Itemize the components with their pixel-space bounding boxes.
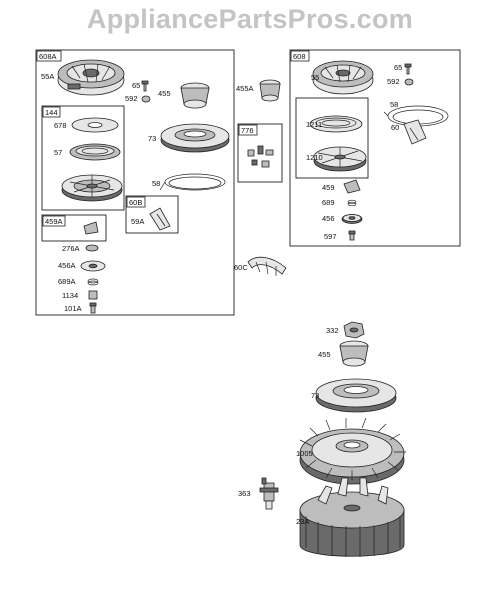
svg-text:608: 608 — [293, 52, 306, 61]
label-58-b: 58 — [390, 100, 398, 109]
label-455-a: 455 — [158, 89, 171, 98]
label-101a: 101A — [64, 304, 82, 313]
label-65-b: 65 — [394, 63, 402, 72]
part-1134-bushing[interactable] — [88, 290, 98, 300]
label-59a: 59A — [131, 217, 144, 226]
group-608: 608 — [289, 49, 461, 247]
part-144-pulley[interactable] — [61, 174, 123, 202]
label-276a: 276A — [62, 244, 80, 253]
label-456a: 456A — [58, 261, 76, 270]
part-776-kit[interactable] — [247, 145, 274, 168]
part-363-bracket[interactable] — [259, 477, 279, 510]
label-23a: 23A — [296, 517, 309, 526]
part-592-washer[interactable] — [141, 95, 151, 103]
label-678: 678 — [54, 121, 67, 130]
label-60: 60 — [391, 123, 399, 132]
part-456-retainer[interactable] — [341, 214, 363, 224]
svg-text:608A: 608A — [39, 52, 57, 61]
part-276a-washer[interactable] — [85, 244, 99, 252]
label-60c: 60C — [234, 263, 248, 272]
part-689a-spring[interactable] — [87, 278, 99, 286]
group-60b: 60B — [125, 195, 179, 234]
part-55a-housing[interactable] — [57, 59, 125, 96]
part-65-screw[interactable] — [141, 80, 149, 92]
label-73-a: 73 — [148, 134, 156, 143]
part-55-housing[interactable] — [312, 60, 374, 95]
part-65-screw-b[interactable] — [404, 63, 412, 75]
part-592-washer-b[interactable] — [404, 78, 414, 86]
label-592-b: 592 — [387, 77, 400, 86]
label-332: 332 — [326, 326, 339, 335]
part-60c-handle[interactable] — [247, 256, 287, 276]
part-459-pawl[interactable] — [343, 179, 361, 194]
group-776: 776 — [237, 123, 283, 183]
watermark: AppliancePartsPros.com — [86, 4, 414, 34]
part-59a-handle[interactable] — [149, 207, 171, 231]
label-55a: 55A — [41, 72, 54, 81]
part-459a-pawl[interactable] — [83, 221, 99, 235]
part-73-seal-b[interactable] — [315, 378, 397, 413]
part-1005-fan[interactable] — [299, 417, 406, 485]
svg-text:144: 144 — [45, 108, 58, 117]
svg-text:776: 776 — [241, 126, 254, 135]
group-608-inner — [295, 97, 369, 179]
label-55: 55 — [311, 73, 319, 82]
label-1210: 1210 — [306, 153, 323, 162]
part-1210-pulley[interactable] — [313, 146, 367, 172]
label-363: 363 — [238, 489, 251, 498]
part-597-screw[interactable] — [348, 230, 356, 241]
group-459a: 459A — [41, 214, 107, 242]
label-592-a: 592 — [125, 94, 138, 103]
part-57-spring[interactable] — [69, 143, 121, 161]
group-144: 144 — [41, 105, 125, 211]
label-58-a: 58 — [152, 179, 160, 188]
part-58-rope[interactable] — [159, 173, 226, 191]
label-689a: 689A — [58, 277, 76, 286]
label-1005: 1005 — [296, 449, 313, 458]
part-678-plate[interactable] — [71, 117, 119, 133]
label-459: 459 — [322, 183, 335, 192]
part-455-cup[interactable] — [180, 82, 210, 109]
part-60-handle[interactable] — [403, 119, 427, 145]
label-689: 689 — [322, 198, 335, 207]
label-1211: 1211 — [306, 120, 322, 129]
part-1211-spring[interactable] — [309, 115, 363, 133]
svg-text:60B: 60B — [129, 198, 142, 207]
label-65-a: 65 — [132, 81, 140, 90]
label-1134: 1134 — [62, 291, 78, 300]
part-73-seal[interactable] — [160, 123, 230, 153]
part-101a-screw[interactable] — [89, 302, 97, 314]
part-456a-retainer[interactable] — [80, 260, 106, 272]
part-332-nut[interactable] — [343, 321, 365, 339]
label-455a-outside: 455A — [236, 84, 254, 93]
part-455a-cup[interactable] — [259, 79, 281, 102]
part-689-spring[interactable] — [347, 199, 357, 207]
part-23a-flywheel[interactable] — [299, 477, 405, 557]
label-57: 57 — [54, 148, 62, 157]
part-455-cup-b[interactable] — [339, 340, 369, 367]
label-455-b: 455 — [318, 350, 331, 359]
group-608a: 608A — [35, 49, 235, 316]
label-73-b: 73 — [311, 391, 319, 400]
label-597: 597 — [324, 232, 337, 241]
svg-text:459A: 459A — [45, 217, 63, 226]
label-456: 456 — [322, 214, 335, 223]
